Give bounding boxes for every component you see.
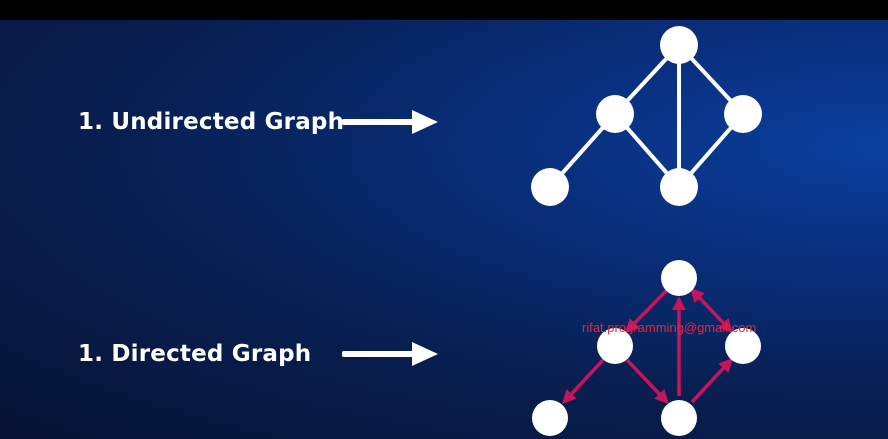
graph-node [532,400,568,436]
graph-node [661,400,697,436]
graph-node [660,168,698,206]
directed-edge [625,358,669,405]
slide: 1. Undirected Graph 1. Directed Graph [0,20,888,439]
watermark-email: rifat.programming@gmail.com [582,320,757,335]
graph-node [724,95,762,133]
undirected-graph-label: 1. Undirected Graph [78,109,345,135]
directed-edge [690,357,733,404]
graph-node [597,328,633,364]
right-arrow-icon [342,342,438,366]
directed-edge [625,288,669,334]
directed-edge [690,287,733,334]
graph-node [661,260,697,296]
graph-node [660,26,698,64]
top-black-bar [0,0,888,20]
right-arrow-icon [342,110,438,134]
directed-graph [532,260,761,436]
undirected-graph [531,26,762,206]
graph-node [725,328,761,364]
directed-graph-label: 1. Directed Graph [78,341,312,367]
directed-edge [562,358,605,405]
graph-node [531,168,569,206]
graph-node [596,95,634,133]
